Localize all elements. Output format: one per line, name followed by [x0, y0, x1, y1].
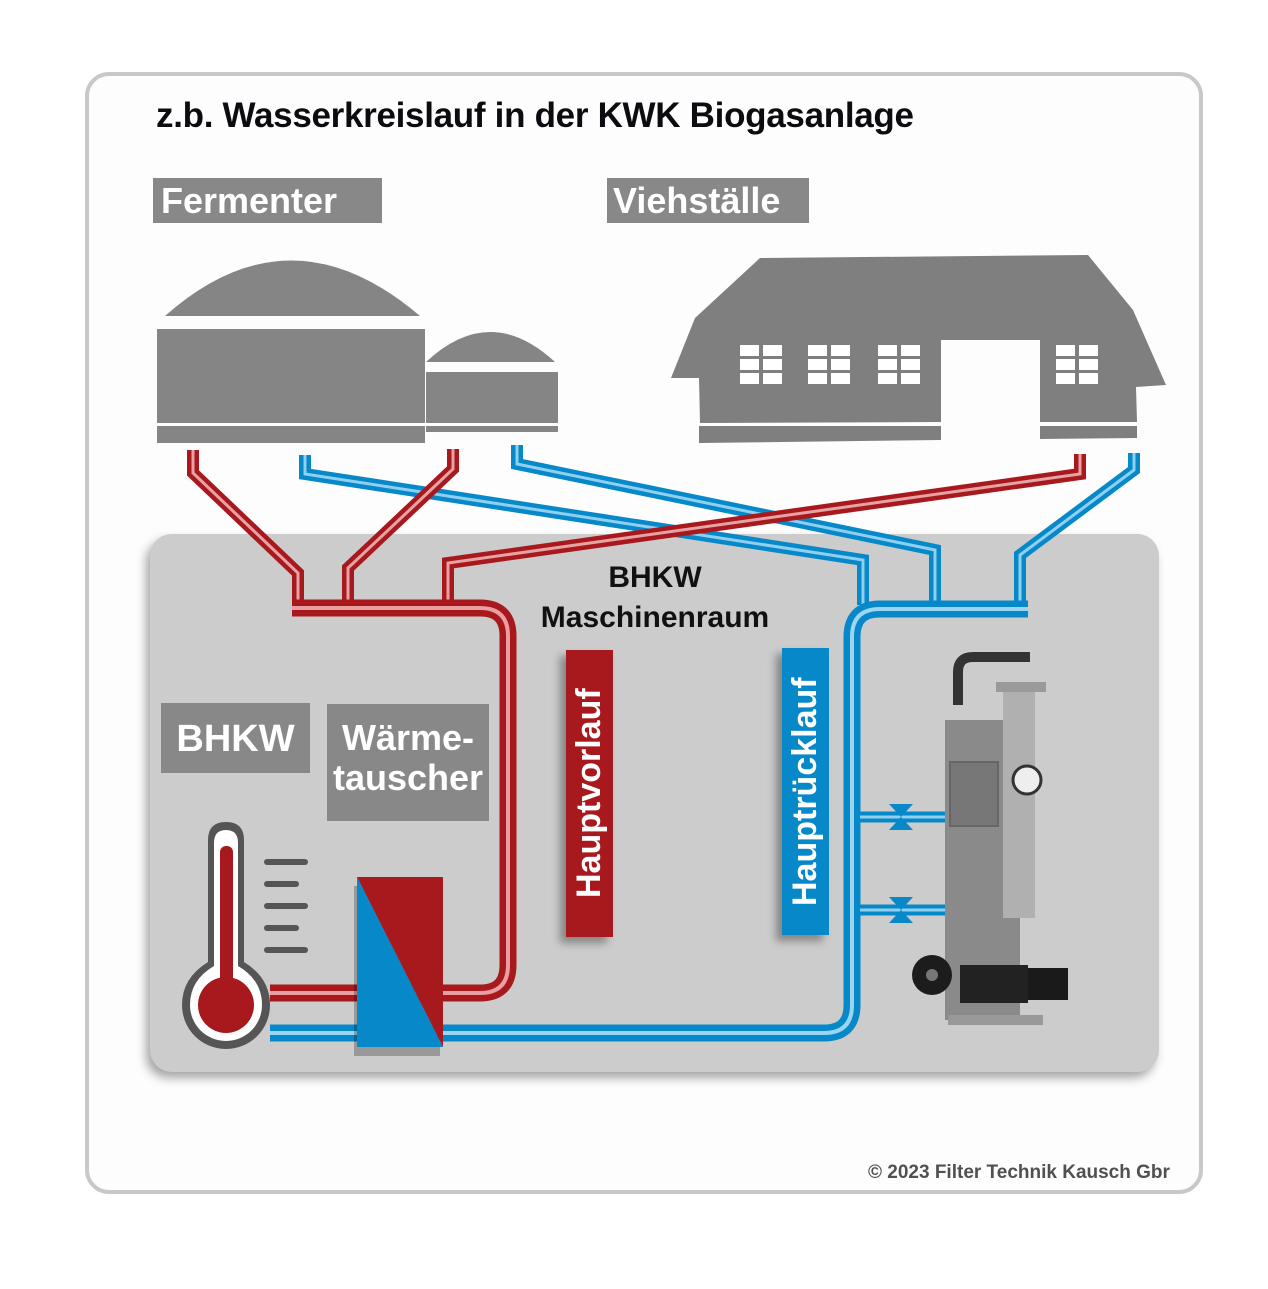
- barn-windows: [740, 345, 1098, 384]
- heat-exchanger-label-line2: tauscher: [332, 757, 484, 798]
- return-pipe-fermenter-2: [511, 445, 941, 605]
- thermometer-scale: [264, 859, 308, 953]
- stables-label: Viehställe: [607, 178, 809, 223]
- supply-main-line: [270, 599, 517, 1002]
- return-main-line: [270, 600, 1028, 1042]
- heat-exchanger-label-line1: Wärme-: [341, 717, 475, 758]
- barn-icon: [671, 255, 1166, 443]
- return-pipe-stables: [1014, 453, 1140, 605]
- return-label: Hauptrücklauf: [782, 648, 829, 935]
- diagram-title: z.b. Wasserkreislauf in der KWK Biogasan…: [156, 96, 914, 135]
- supply-pipe-stables: [442, 454, 1086, 605]
- supply-pipe-fermenter-right: [342, 449, 459, 605]
- fermenter-icon: [157, 260, 558, 443]
- supply-pipes: [187, 449, 1086, 1002]
- thermometer-icon: [182, 822, 308, 1049]
- machine-room-title-line1: BHKW: [608, 561, 702, 594]
- copyright-notice: © 2023 Filter Technik Kausch Gbr: [868, 1162, 1170, 1183]
- filter-unit-icon: [912, 652, 1068, 1025]
- valve-icon: [889, 804, 913, 923]
- return-branch-lines: [860, 811, 945, 916]
- supply-pipe-fermenter-left: [187, 450, 304, 605]
- heat-exchanger-label: Wärme- tauscher: [327, 704, 489, 821]
- machine-room-title-line2: Maschinenraum: [540, 601, 770, 634]
- fermenter-label: Fermenter: [153, 178, 382, 223]
- machine-room-title: BHKW Maschinenraum: [520, 558, 790, 638]
- return-pipe-fermenter: [299, 455, 869, 605]
- bhkw-label: BHKW: [161, 703, 310, 773]
- supply-label: Hauptvorlauf: [566, 650, 613, 937]
- heat-exchanger-icon: [354, 877, 443, 1056]
- return-pipes: [270, 445, 1140, 1042]
